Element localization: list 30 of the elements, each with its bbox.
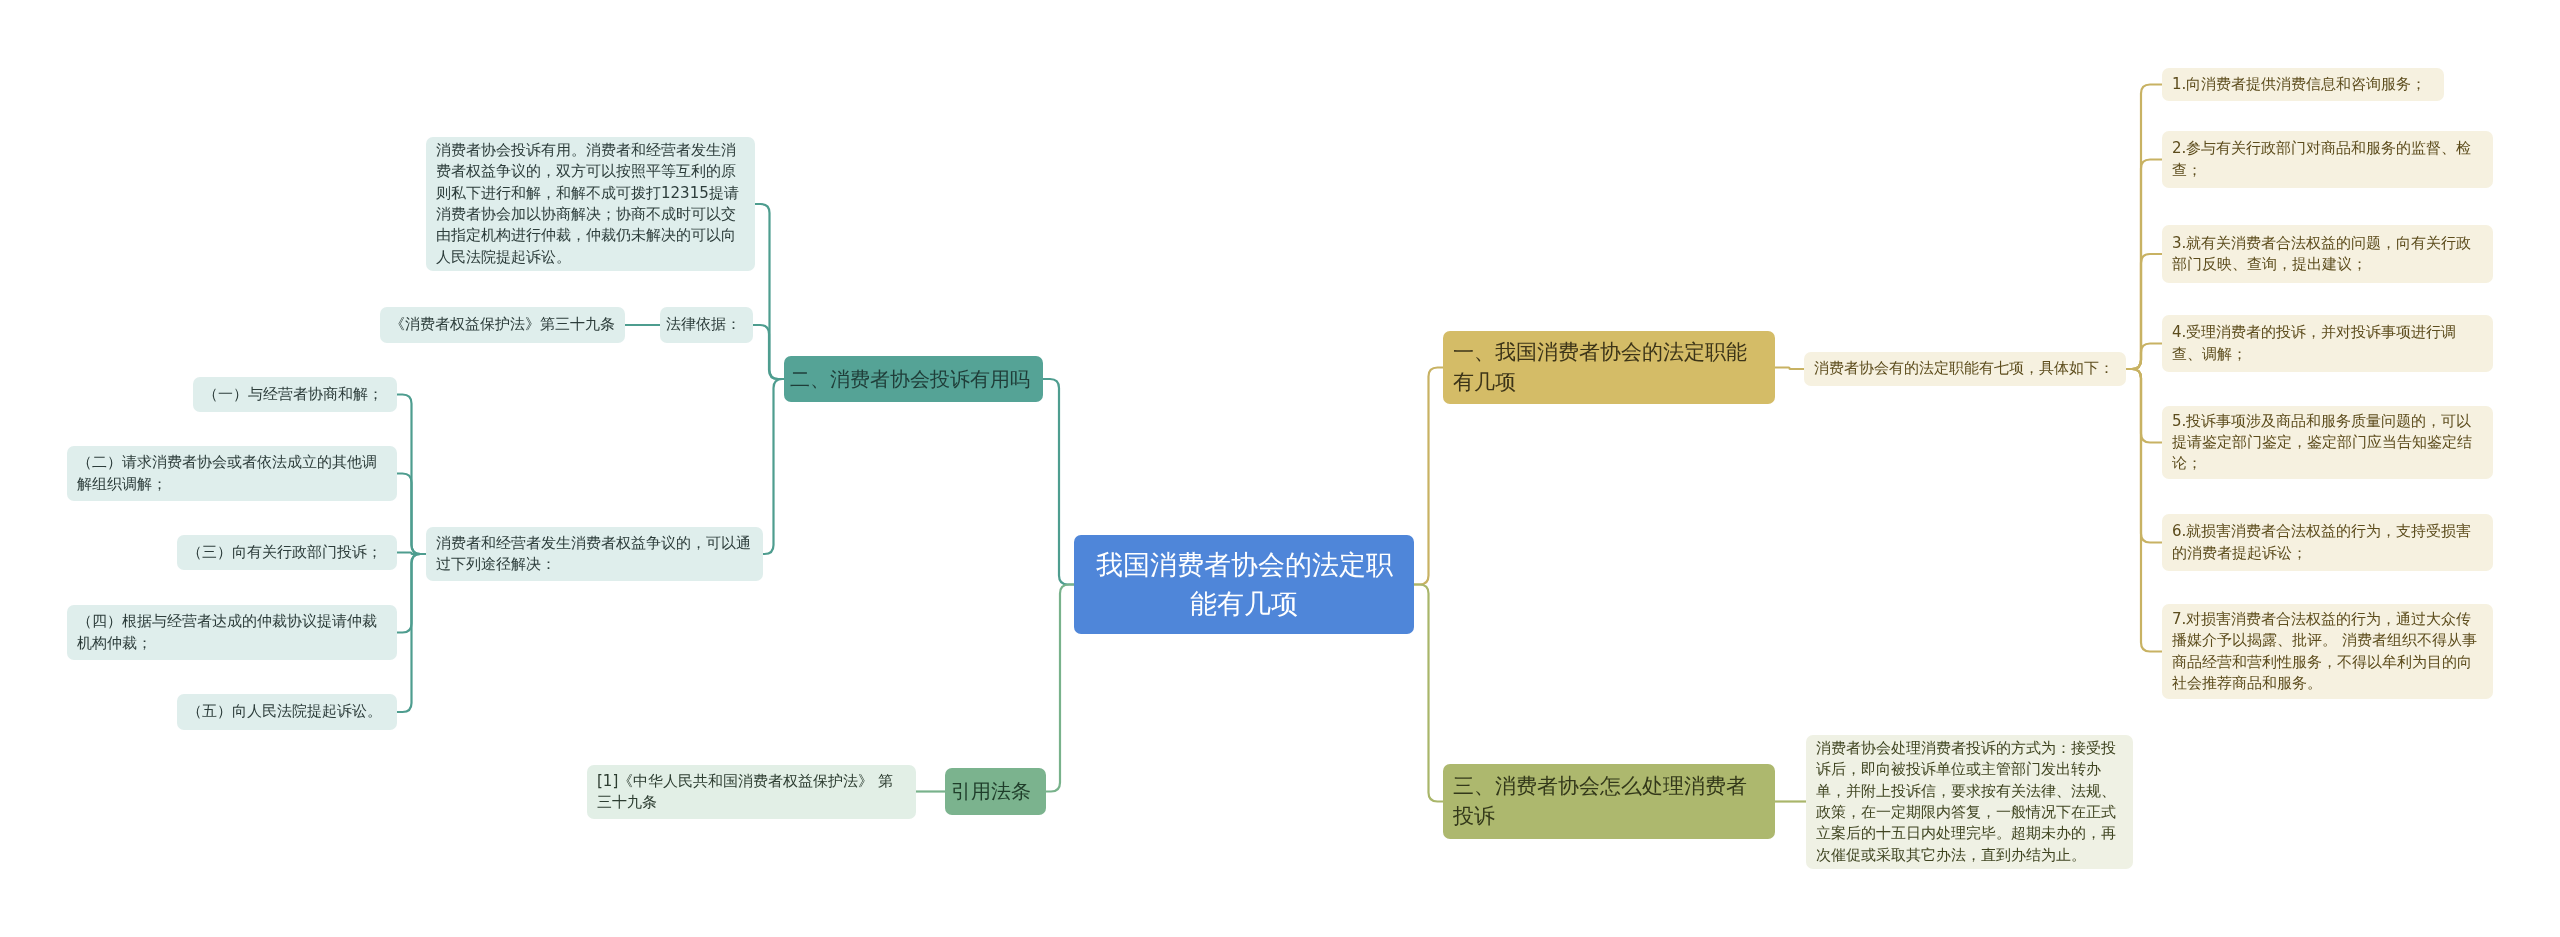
central-topic: 我国消费者协会的法定职能有几项 (1074, 535, 1414, 634)
subtopic-box: 2.参与有关行政部门对商品和服务的监督、检查； (2162, 131, 2493, 188)
branch-topic: 二、消费者协会投诉有用吗 (784, 356, 1043, 402)
branch-topic: 三、消费者协会怎么处理消费者投诉 (1443, 764, 1775, 839)
subtopic-box: （五）向人民法院提起诉讼。 (177, 694, 397, 730)
subtopic-box: 消费者协会处理消费者投诉的方式为：接受投诉后，即向被投诉单位或主管部门发出转办单，并附上投诉信，要求按有关法律、法规、政策，在一定期限内答复，一般情况下在正式立案后的十五日内处理完毕。超期未办的，再次催促或采取其它办法，直到办结为止。 (1806, 735, 2133, 869)
subtopic-box: 《消费者权益保护法》第三十九条 (380, 307, 625, 343)
subtopic-box: 法律依据： (660, 307, 753, 343)
subtopic-box: 6.就损害消费者合法权益的行为，支持受损害的消费者提起诉讼； (2162, 514, 2493, 571)
subtopic-box: 7.对损害消费者合法权益的行为，通过大众传播媒介予以揭露、批评。 消费者组织不得从事商品经营和营利性服务，不得以牟利为目的向社会推荐商品和服务。 (2162, 604, 2493, 699)
subtopic-box: （二）请求消费者协会或者依法成立的其他调解组织调解； (67, 446, 397, 501)
subtopic-box: （四）根据与经营者达成的仲裁协议提请仲裁机构仲裁； (67, 605, 397, 660)
subtopic-box: （三）向有关行政部门投诉； (177, 535, 397, 570)
subtopic-box: 3.就有关消费者合法权益的问题，向有关行政部门反映、查询，提出建议； (2162, 225, 2493, 283)
subtopic-box: 1.向消费者提供消费信息和咨询服务； (2162, 68, 2444, 101)
connector-line (1775, 800, 1806, 803)
subtopic-box: 4.受理消费者的投诉，并对投诉事项进行调查、调解； (2162, 315, 2493, 372)
subtopic-box: [1]《中华人民共和国消费者权益保护法》 第三十九条 (587, 765, 916, 819)
subtopic-box: 消费者协会有的法定职能有七项，具体如下： (1804, 352, 2126, 386)
subtopic-box: 5.投诉事项涉及商品和服务质量问题的，可以提请鉴定部门鉴定，鉴定部门应当告知鉴定结论； (2162, 406, 2493, 479)
connector-line (2126, 367, 2162, 653)
subtopic-box: （一）与经营者协商和解； (193, 377, 397, 412)
connector-line (762, 377, 785, 556)
branch-topic: 一、我国消费者协会的法定职能有几项 (1443, 331, 1775, 404)
subtopic-box: 消费者协会投诉有用。消费者和经营者发生消费者权益争议的，双方可以按照平等互利的原则私下进行和解，和解不成可拨打12315提请消费者协会加以协商解决；协商不成时可以交由指定机构进行仲裁，仲裁仍未解决的可以向人民法院提起诉讼。 (426, 137, 755, 271)
connector-line (625, 323, 660, 327)
subtopic-box: 消费者和经营者发生消费者权益争议的，可以通过下列途径解决： (426, 527, 763, 581)
connector-line (1775, 366, 1804, 371)
branch-topic: 引用法条 (945, 768, 1046, 815)
connector-line (916, 790, 945, 793)
